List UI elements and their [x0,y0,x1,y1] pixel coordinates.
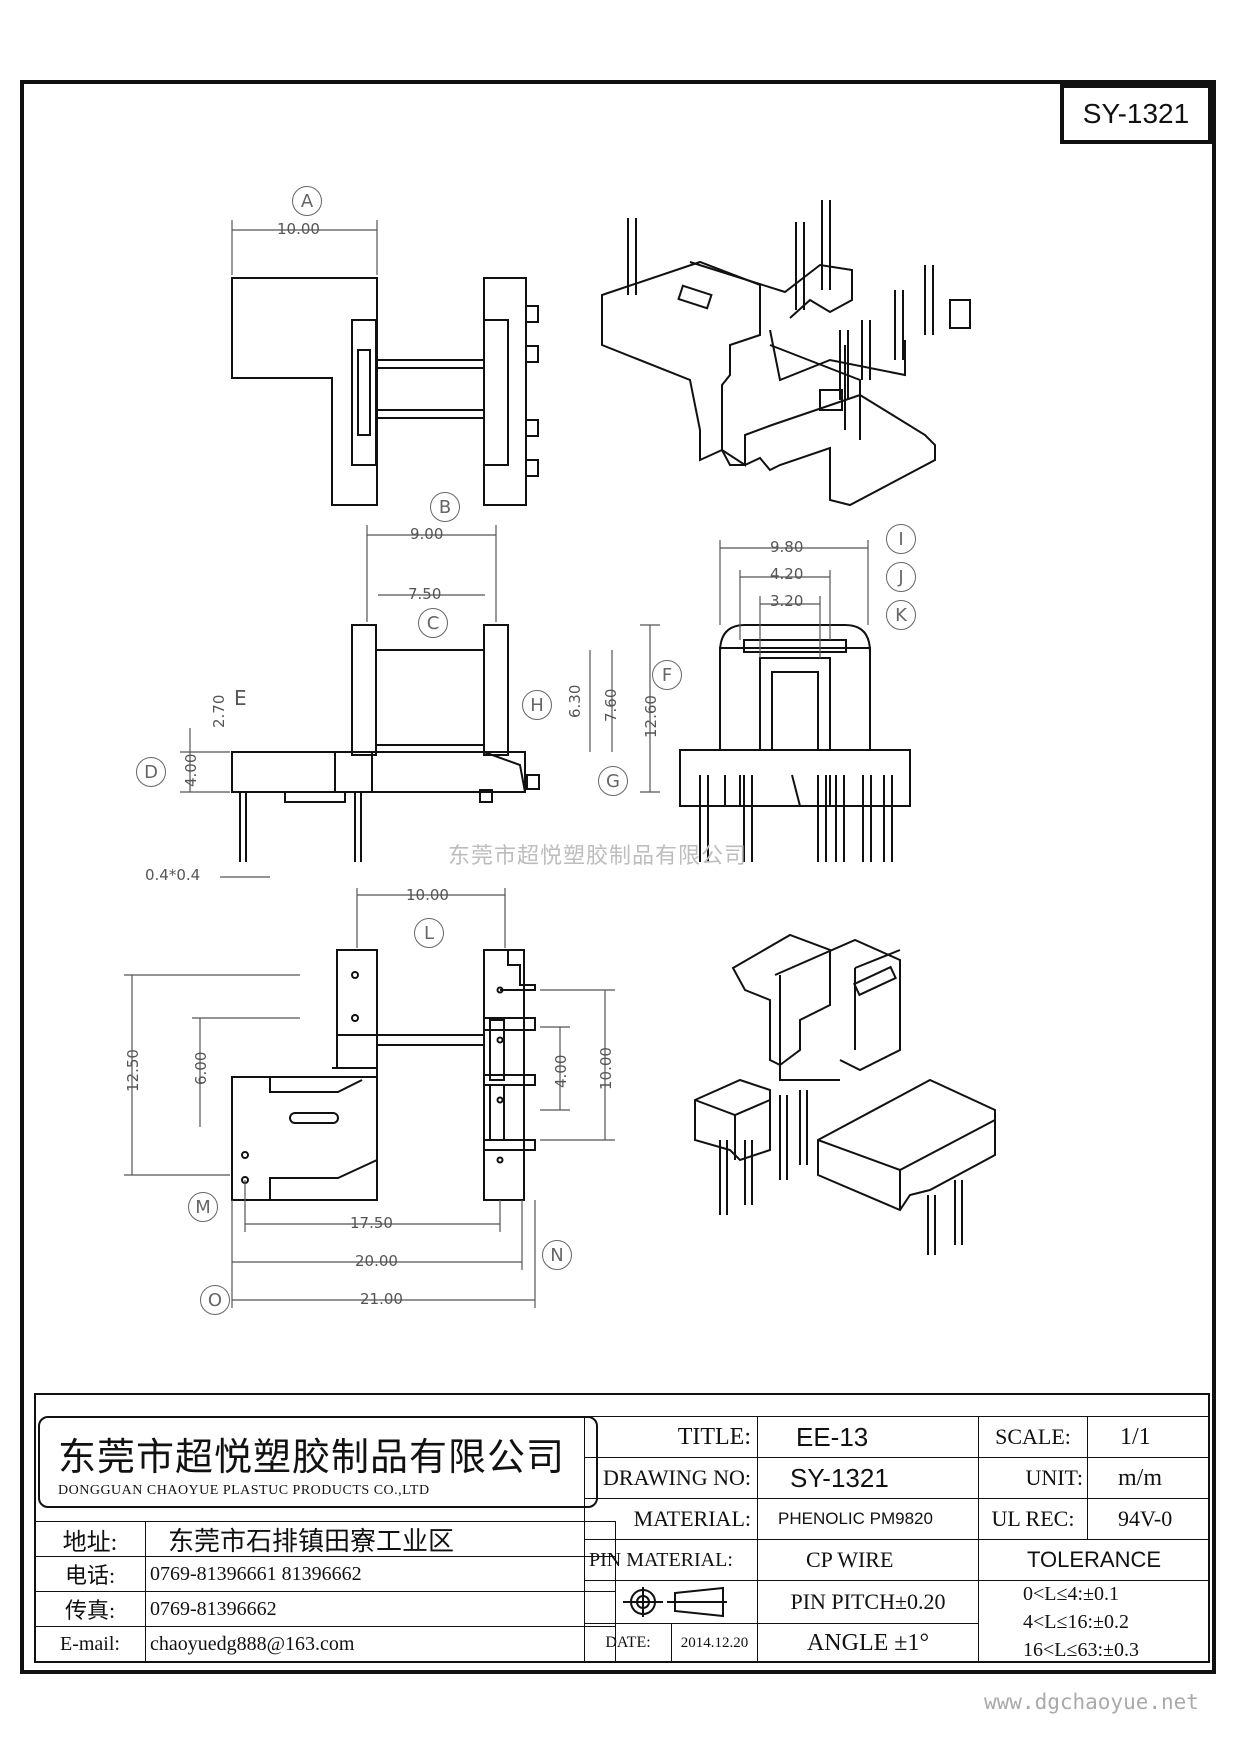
tolerance-label: TOLERANCE [978,1539,1210,1581]
title-label: TITLE: [584,1416,758,1458]
tolerance-row: 0<L≤4:±0.1 [1023,1582,1120,1605]
unit-value: m/m [1087,1457,1210,1499]
bottom-height-dim: 12.50 [124,1049,142,1092]
dim-i-value: 9.80 [770,538,804,556]
address-label: 地址: [34,1521,146,1557]
email-value: chaoyuedg888@163.com [145,1626,616,1663]
side-view [679,624,911,862]
unit-label: UNIT: [978,1457,1088,1499]
dim-o-value: 21.00 [360,1290,403,1308]
tolerance-table: 0<L≤4:±0.1 4<L≤16:±0.2 16<L≤63:±0.3 [978,1580,1210,1663]
fax-value: 0769-81396662 [145,1591,616,1627]
company-box: 东莞市超悦塑胶制品有限公司 DONGGUAN CHAOYUE PLASTUC P… [38,1416,598,1508]
drawing-frame [20,80,1216,1674]
dim-i-marker: I [886,524,916,554]
address-value: 东莞市石排镇田寮工业区 [145,1521,616,1557]
dim-m-value: 17.50 [350,1214,393,1232]
dim-o-marker: O [200,1285,230,1315]
pin-material-label: PIN MATERIAL: [584,1539,758,1581]
dim-h-value: 6.30 [566,684,584,718]
dim-d-value: 4.00 [182,753,200,787]
dim-f-marker: F [652,660,682,690]
iso-view-top [601,200,971,507]
third-angle-projection-icon [623,1586,727,1618]
email-label: E-mail: [34,1626,146,1663]
title-block: 东莞市超悦塑胶制品有限公司 DONGGUAN CHAOYUE PLASTUC P… [34,1393,1210,1663]
angle-tolerance: ANGLE ±1° [757,1623,979,1663]
date-value: 2014.12.20 [671,1623,758,1663]
company-name-en: DONGGUAN CHAOYUE PLASTUC PRODUCTS CO.,LT… [58,1482,430,1498]
ul-rec-value: 94V-0 [1087,1498,1210,1540]
title-value: EE-13 [757,1416,979,1458]
projection-symbol [584,1580,758,1624]
dim-l-marker: L [414,918,444,948]
dim-k-marker: K [886,600,916,630]
dim-m-marker: M [188,1192,218,1222]
drawing-no-label: DRAWING NO: [584,1457,758,1499]
material-label: MATERIAL: [584,1498,758,1540]
ul-rec-label: UL REC: [978,1498,1088,1540]
dim-n-marker: N [542,1240,572,1270]
pin-material-value: CP WIRE [757,1539,979,1581]
dim-b-marker: B [430,492,460,522]
scale-value: 1/1 [1087,1416,1210,1458]
front-view [231,624,540,862]
dim-h-marker: H [522,690,552,720]
iso-view-bottom [694,933,996,1255]
dim-e-marker: E [234,686,247,710]
drawing-no-value: SY-1321 [757,1457,979,1499]
part-number-box: SY-1321 [1060,84,1212,144]
tolerance-row: 16<L≤63:±0.3 [1023,1638,1140,1661]
dim-j-marker: J [886,562,916,592]
dim-c-marker: C [418,608,448,638]
dim-a-value: 10.00 [277,220,320,238]
dim-d-marker: D [136,757,166,787]
website-text: www.dgchaoyue.net [984,1690,1199,1714]
phone-label: 电话: [34,1556,146,1592]
scale-label: SCALE: [978,1416,1088,1458]
bottom-inner-dim: 6.00 [192,1051,210,1085]
company-watermark: 东莞市超悦塑胶制品有限公司 [448,844,748,869]
fax-label: 传真: [34,1591,146,1627]
bottom-view [231,949,536,1201]
company-name-cn: 东莞市超悦塑胶制品有限公司 [58,1436,566,1479]
dim-c-value: 7.50 [408,585,442,603]
top-view [231,277,539,506]
tolerance-row: 4<L≤16:±0.2 [1023,1610,1130,1633]
pin-pitch: PIN PITCH±0.20 [757,1580,979,1624]
dim-g-marker: G [598,766,628,796]
dimension-lines [124,220,869,1308]
material-value: PHENOLIC PM9820 [757,1498,979,1540]
dim-l-value: 10.00 [406,886,449,904]
dim-f-value: 12.60 [642,695,660,738]
dim-a-marker: A [292,186,322,216]
dim-k-value: 3.20 [770,592,804,610]
phone-value: 0769-81396661 81396662 [145,1556,616,1592]
bottom-right-outer-dim: 10.00 [597,1047,615,1090]
dim-j-value: 4.20 [770,565,804,583]
pin-section-dim: 0.4*0.4 [145,866,201,884]
dim-e-value: 2.70 [210,694,228,728]
dim-g-value: 7.60 [602,688,620,722]
date-label: DATE: [584,1623,672,1663]
bottom-right-inner-dim: 4.00 [552,1054,570,1088]
dim-n-value: 20.00 [355,1252,398,1270]
dim-b-value: 9.00 [410,525,444,543]
